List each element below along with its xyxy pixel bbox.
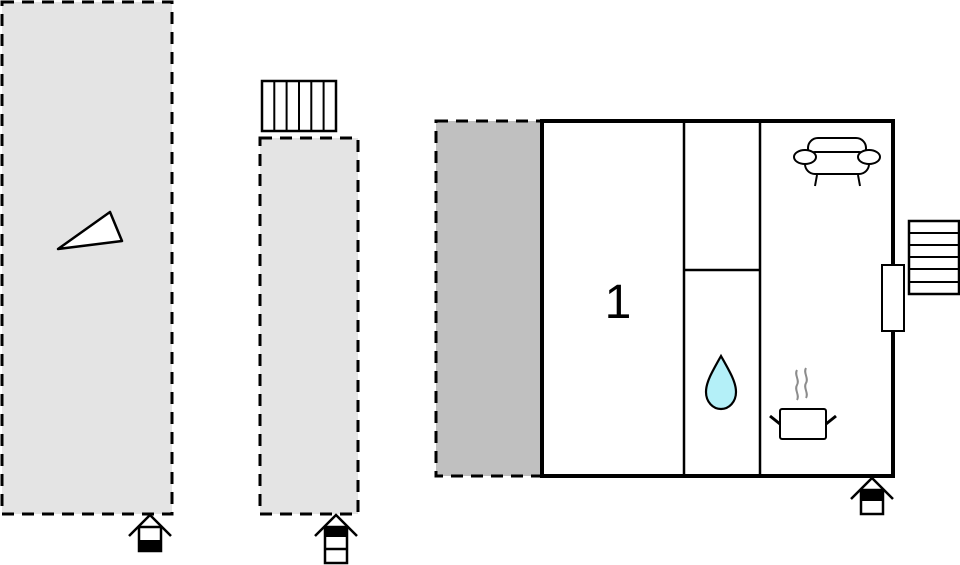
entrance-icon [128, 513, 172, 553]
compass-triangle-icon [56, 210, 124, 251]
outdoor-area-middle [258, 136, 360, 516]
terrace [434, 119, 544, 478]
main-building: 1 [540, 119, 895, 478]
entrance-icon [850, 476, 894, 516]
outdoor-area-left [0, 0, 174, 516]
door-icon [881, 264, 905, 332]
stairs-icon [260, 79, 338, 133]
water-drop-icon [704, 353, 738, 411]
room-1-label: 1 [605, 276, 632, 329]
cooking-pot-icon [769, 367, 837, 440]
entrance-icon [314, 513, 358, 565]
sofa-icon [793, 137, 881, 187]
stairs-icon [907, 219, 960, 296]
